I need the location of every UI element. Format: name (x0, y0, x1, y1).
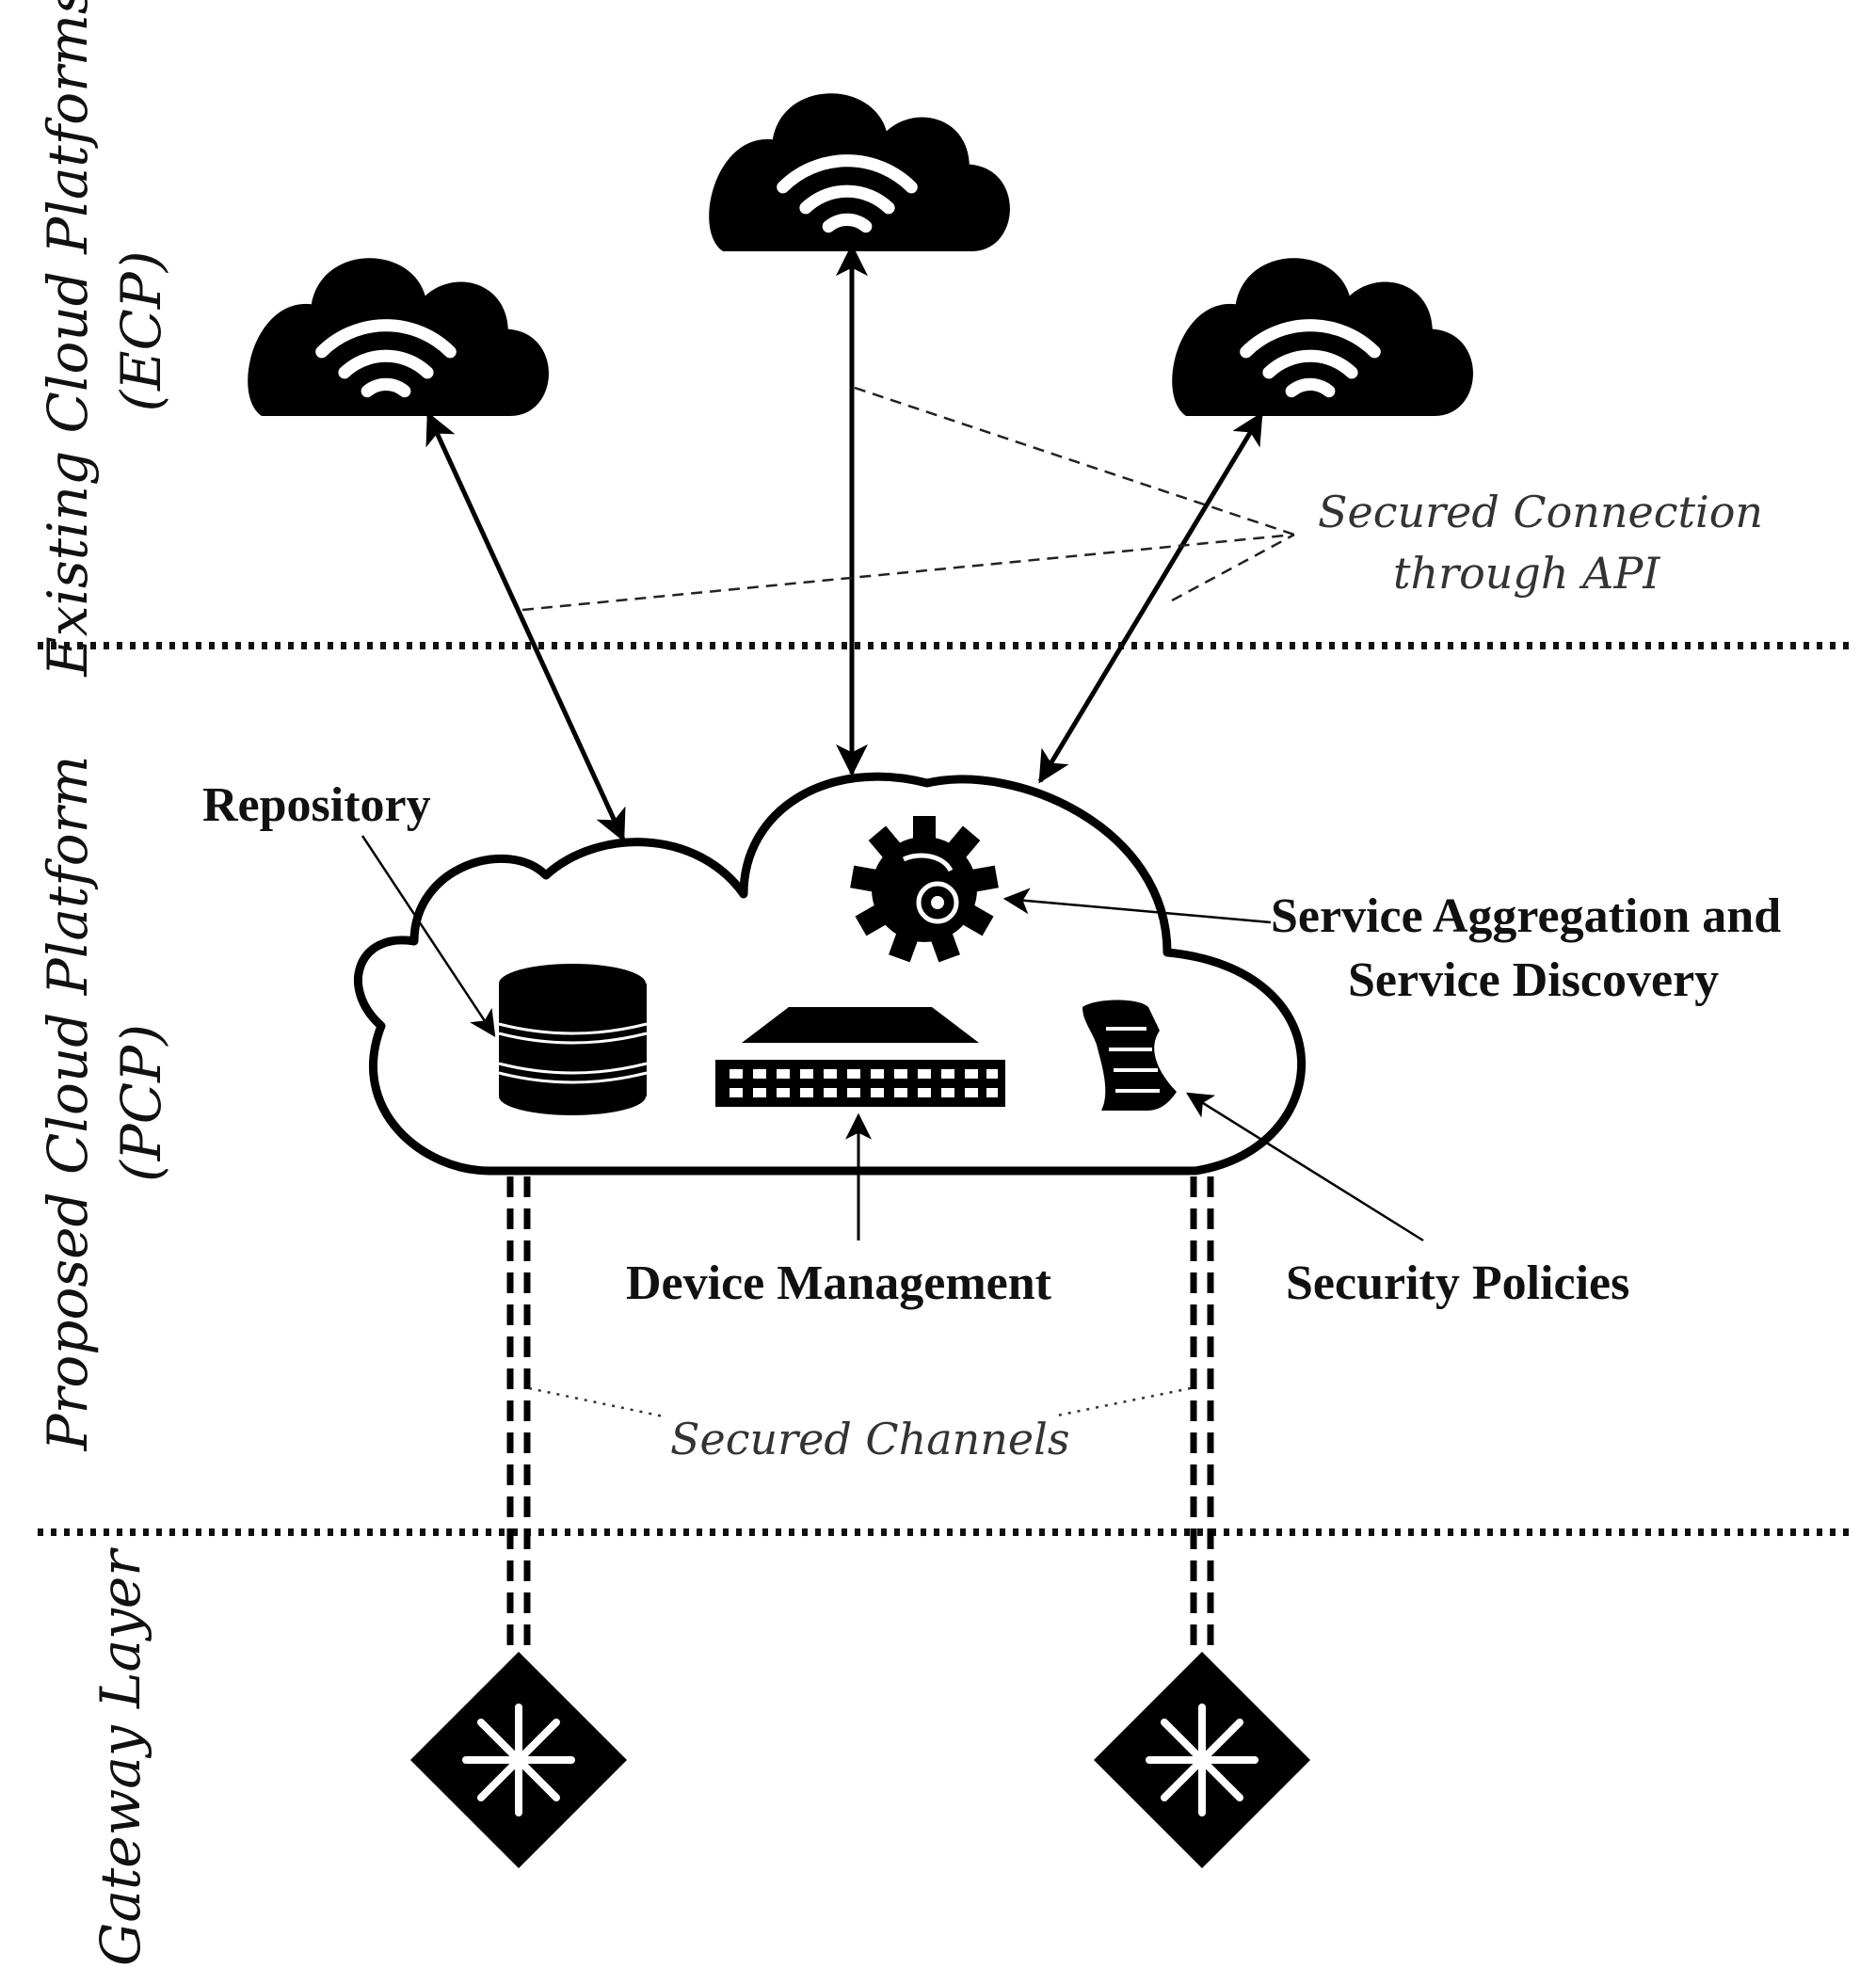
connection-left (425, 411, 626, 842)
gateway-left-icon (410, 1652, 627, 1868)
svg-text:(ECP): (ECP) (109, 251, 173, 412)
security-pointer (1186, 1092, 1424, 1242)
svg-text:Existing Cloud Platforms: Existing Cloud Platforms (36, 0, 100, 678)
svg-text:Proposed Cloud Platform: Proposed Cloud Platform (36, 756, 100, 1452)
ecp-cloud-center-icon (709, 93, 1010, 251)
layer-label-ecp: Existing Cloud Platforms (ECP) (36, 0, 173, 678)
layer-label-pcp: Proposed Cloud Platform (PCP) (36, 756, 173, 1452)
service-pointer (1002, 888, 1272, 924)
ecp-cloud-left-icon (248, 258, 549, 416)
svg-text:(PCP): (PCP) (109, 1024, 173, 1182)
secured-channels-label: Secured Channels (670, 1414, 1069, 1464)
secured-connection-label: Secured Connection (1318, 487, 1763, 537)
secured-connection-leaders (521, 386, 1295, 612)
repository-label: Repository (202, 778, 431, 832)
security-policies-label: Security Policies (1286, 1256, 1629, 1310)
gateway-right-icon (1094, 1652, 1310, 1868)
device-management-label: Device Management (626, 1256, 1052, 1310)
service-label: Service Aggregation and (1271, 889, 1781, 943)
svg-text:Gateway Layer: Gateway Layer (88, 1547, 152, 1966)
gear-icon (850, 816, 999, 963)
layer-label-gateway: Gateway Layer (88, 1547, 152, 1966)
pcp-cloud-icon (354, 772, 1306, 1176)
secured-connection-label-line2: through API (1393, 548, 1660, 599)
service-label-line2: Service Discovery (1348, 953, 1719, 1007)
ecp-cloud-right-icon (1172, 258, 1473, 416)
network-switch-icon (715, 1007, 1005, 1107)
repository-pointer (361, 835, 496, 1037)
connection-right (1037, 411, 1264, 784)
database-icon (498, 964, 648, 1115)
secured-channels-leaders (528, 1386, 1192, 1418)
secured-channels (506, 1176, 1214, 1645)
scroll-document-icon (1082, 1000, 1177, 1111)
